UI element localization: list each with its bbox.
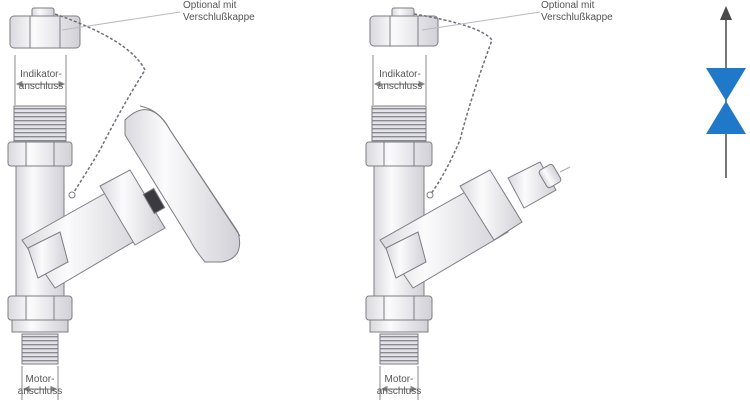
arrow-up-icon xyxy=(720,6,732,20)
top-cap-nut-left xyxy=(9,15,81,49)
valve-right xyxy=(365,7,571,400)
indicator-port-label-left-line1: Indikator- xyxy=(20,69,62,80)
motor-port-dimension-right xyxy=(379,366,419,400)
angled-nut-right xyxy=(459,169,523,241)
indicator-thread-left xyxy=(13,105,67,143)
motor-thread-left xyxy=(21,333,59,365)
indicator-nut-right xyxy=(365,141,433,167)
motor-nut-right xyxy=(365,295,433,321)
indicator-port-label-left: Indikator- anschluss xyxy=(12,69,70,93)
indicator-port-label-right-line1: Indikator- xyxy=(379,69,421,80)
indicator-port-dimension-right xyxy=(372,55,427,105)
valve-triangle-bottom xyxy=(706,101,746,134)
optional-cap-label-right-line2: Verschlußkappe xyxy=(541,12,613,23)
optional-cap-label-right-line1: Optional mit xyxy=(541,0,595,11)
optional-cap-label-left: Optional mit Verschlußkappe xyxy=(183,0,255,24)
optional-cap-label-right: Optional mit Verschlußkappe xyxy=(541,0,613,24)
indicator-port-label-left-line2: anschluss xyxy=(18,81,64,92)
motor-port-label-right: Motor- anschluss xyxy=(369,374,429,398)
callout-line-right xyxy=(421,11,541,31)
optional-cap-label-left-line1: Optional mit xyxy=(183,0,237,11)
motor-port-label-left-line2: anschluss xyxy=(17,386,63,397)
cap-chain-right xyxy=(413,13,493,196)
optional-cap-label-left-line2: Verschlußkappe xyxy=(183,12,255,23)
top-cap-nut-right xyxy=(369,15,439,47)
motor-thread-right xyxy=(379,333,419,365)
motor-port-label-left: Motor- anschluss xyxy=(10,374,70,398)
handwheel xyxy=(124,109,241,263)
callout-line-left xyxy=(61,11,181,31)
motor-port-label-right-line2: anschluss xyxy=(376,386,422,397)
angled-nut-left xyxy=(99,169,166,246)
motor-port-label-right-line1: Motor- xyxy=(384,374,414,385)
motor-port-dimension-left xyxy=(21,366,59,400)
indicator-nut-left xyxy=(7,141,73,167)
indicator-port-label-right: Indikator- anschluss xyxy=(370,69,430,93)
valve-triangle-top xyxy=(706,68,746,101)
valve-left xyxy=(7,7,241,400)
motor-nut-left xyxy=(7,295,73,321)
motor-port-label-left-line1: Motor- xyxy=(25,374,55,385)
cap-chain-left xyxy=(54,13,146,196)
valve-symbol-icon xyxy=(706,6,746,178)
indicator-thread-right xyxy=(371,105,427,143)
indicator-port-dimension-left xyxy=(14,55,67,105)
indicator-port-label-right-line2: anschluss xyxy=(377,81,423,92)
